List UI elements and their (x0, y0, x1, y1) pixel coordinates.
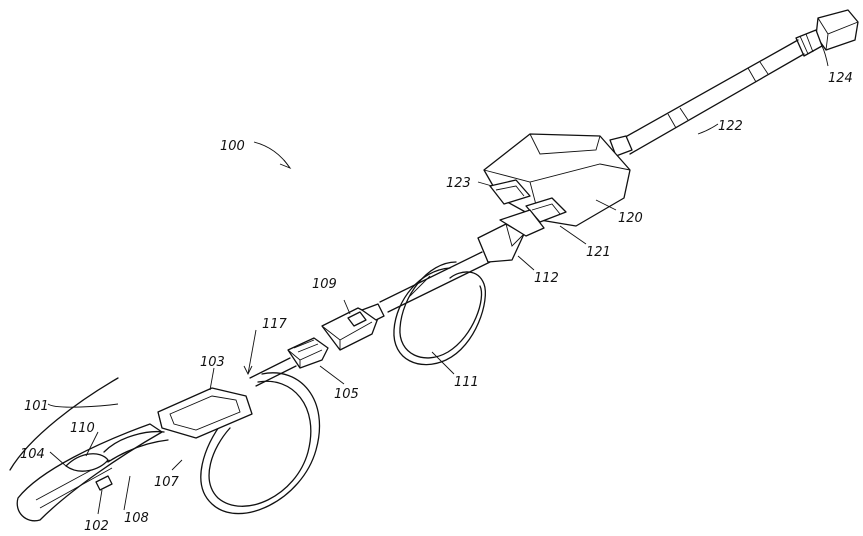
main-cable-122 (620, 40, 804, 154)
label-107: 107 (154, 475, 180, 490)
adhesive-pad-103 (158, 388, 252, 438)
label-108: 108 (124, 511, 149, 526)
label-101: 101 (24, 399, 49, 414)
label-105: 105 (334, 387, 359, 402)
label-111: 111 (454, 375, 479, 390)
connector-105 (250, 338, 328, 386)
label-120: 120 (618, 211, 643, 226)
leader-lines (48, 46, 828, 514)
connector-109 (322, 304, 384, 350)
label-104: 104 (20, 447, 45, 462)
label-109: 109 (312, 277, 337, 292)
label-102: 102 (84, 519, 109, 534)
label-121: 121 (586, 245, 611, 260)
splitter-hub-120 (484, 134, 632, 226)
label-103: 103 (200, 355, 225, 370)
label-122: 122 (718, 119, 743, 134)
label-124: 124 (828, 71, 853, 86)
cable-loop-111 (394, 262, 485, 365)
label-100: 100 (220, 139, 245, 154)
label-112: 112 (534, 271, 559, 286)
end-connector-124 (796, 10, 858, 56)
label-123: 123 (446, 176, 471, 191)
label-110: 110 (70, 421, 95, 436)
label-117: 117 (262, 317, 288, 332)
